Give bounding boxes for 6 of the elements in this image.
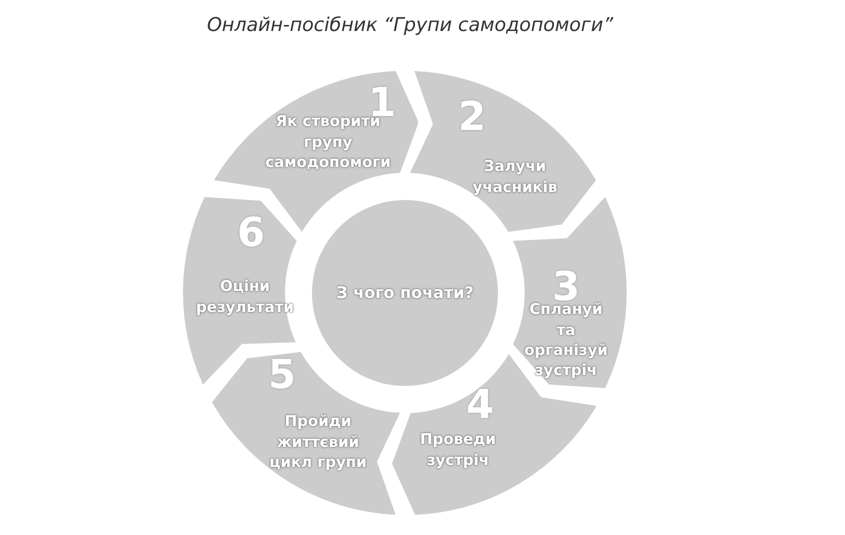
step-label: Пройди життєвий цикл групи [268, 411, 368, 472]
page-title: Онлайн-посібник “Групи самодопомоги” [206, 14, 614, 36]
step-label: Проведи зустріч [419, 429, 497, 470]
step-label: Оціни результати [195, 276, 295, 317]
center-label: З чого почати? [335, 282, 475, 304]
step-label: Залучи учасників [472, 156, 558, 197]
